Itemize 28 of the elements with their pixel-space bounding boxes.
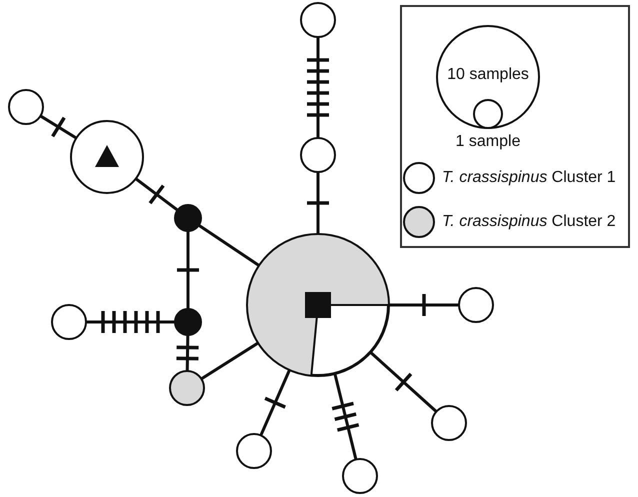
haplotype-circle — [8, 89, 44, 125]
legend-label: T. crassispinus Cluster 1 — [442, 170, 616, 186]
connector-line — [370, 351, 438, 413]
size-key-label: 10 samples — [447, 67, 529, 83]
legend-label: T. crassispinus Cluster 2 — [442, 214, 616, 230]
connector-line — [200, 342, 259, 380]
haplotype-circle — [236, 433, 272, 469]
connector-line — [186, 231, 190, 309]
median-vector-dot — [174, 204, 202, 232]
haplotype-circle — [300, 2, 336, 38]
haplotype-circle — [431, 405, 467, 441]
haplotype-circle — [169, 370, 205, 406]
median-vector-dot — [174, 308, 202, 336]
haplotype-circle — [458, 287, 494, 323]
connector-line — [389, 304, 459, 306]
connector-line — [134, 177, 179, 212]
connector-line — [86, 320, 175, 324]
connector-line — [259, 369, 291, 436]
haplotype-circle — [300, 137, 336, 173]
haplotype-circle — [51, 304, 87, 340]
connector-line — [40, 114, 78, 140]
connector-line — [333, 374, 358, 460]
connector-line — [316, 37, 320, 138]
size-key-label: 1 sample — [456, 134, 520, 150]
connector-line — [198, 224, 260, 267]
haplotype-circle — [342, 458, 378, 494]
connector-line — [316, 172, 320, 234]
connector-line — [186, 334, 190, 372]
